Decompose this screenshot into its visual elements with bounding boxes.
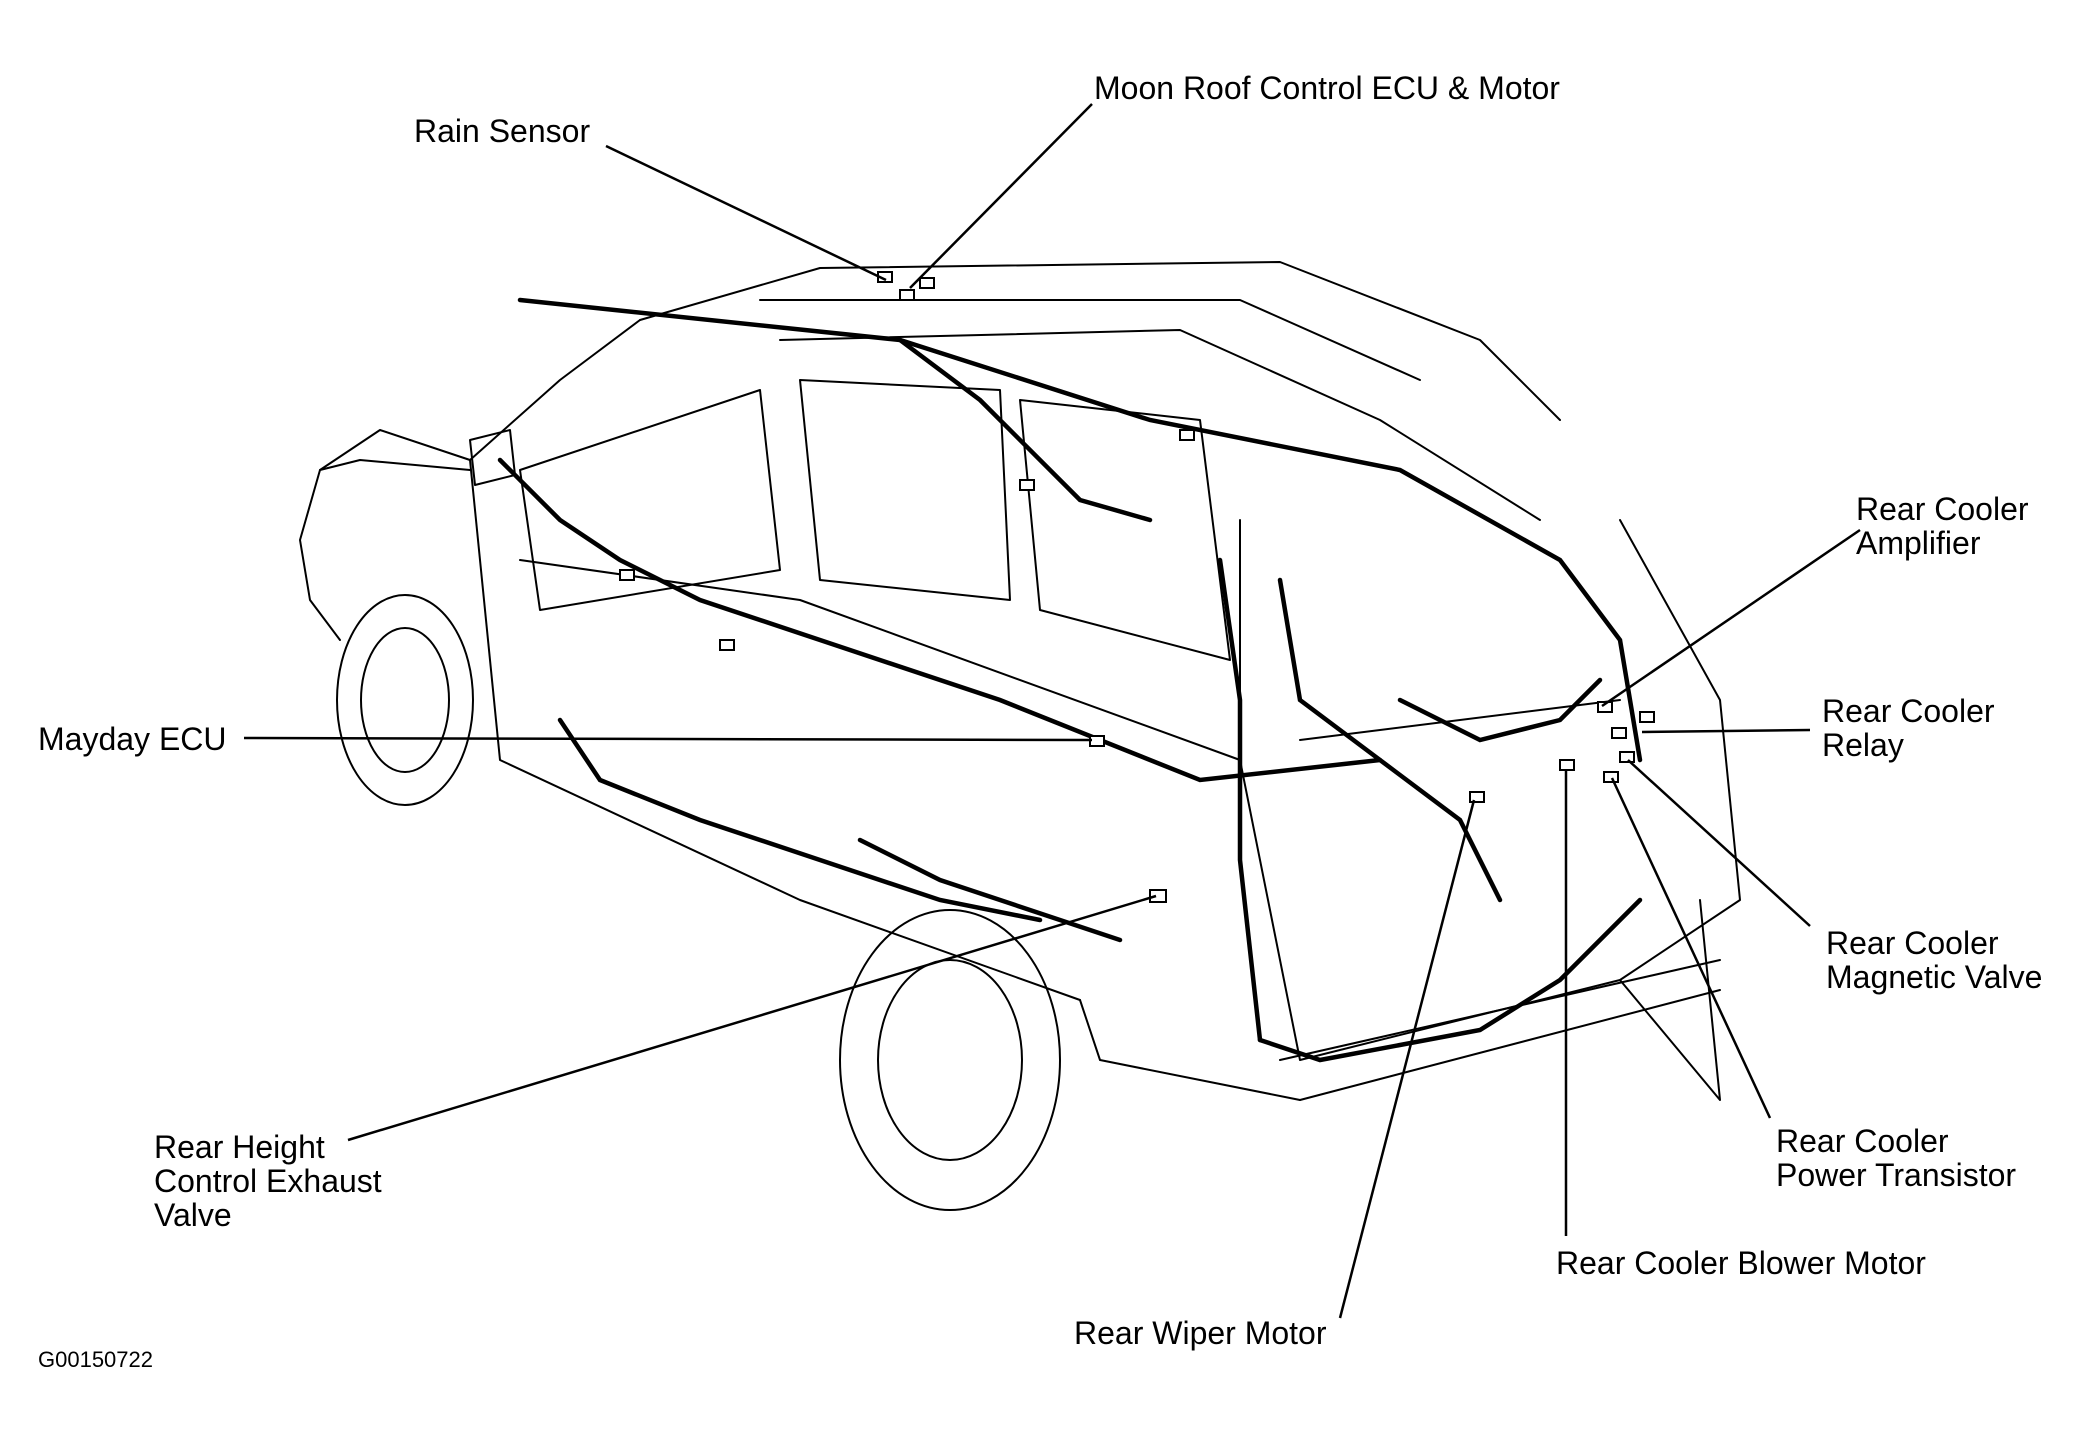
label-moon-roof-control-ecu-motor: Moon Roof Control ECU & Motor: [1094, 70, 1560, 106]
leader-rear-cooler-amplifier: [1601, 528, 1861, 708]
leader-rear-cooler-power-transistor: [1610, 777, 1772, 1119]
label-rear-cooler-blower-motor: Rear Cooler Blower Motor: [1556, 1245, 1926, 1281]
wire-harness: [497, 297, 1643, 1063]
leader-rear-wiper-motor: [1338, 799, 1476, 1319]
connectors: [619, 271, 1655, 903]
figure-id: G00150722: [38, 1347, 153, 1372]
label-rear-cooler-power-transistor: Rear Cooler Power Transistor: [1776, 1123, 2017, 1193]
leader-mayday-ecu: [243, 736, 1093, 742]
label-rear-wiper-motor: Rear Wiper Motor: [1074, 1315, 1327, 1351]
leader-moon-roof: [909, 103, 1093, 289]
leader-rear-height-control: [347, 894, 1157, 1142]
label-rear-cooler-magnetic-valve: Rear Cooler Magnetic Valve: [1826, 925, 2043, 995]
label-mayday-ecu: Mayday ECU: [38, 721, 227, 757]
vehicle-body-outline: [299, 261, 1741, 1211]
leader-rear-cooler-relay: [1641, 728, 1811, 734]
leader-rear-cooler-magnetic-valve: [1627, 759, 1811, 927]
label-rain-sensor: Rain Sensor: [414, 113, 591, 149]
leader-lines: [243, 103, 1861, 1319]
leader-rain-sensor: [605, 144, 887, 282]
label-rear-cooler-relay: Rear Cooler Relay: [1822, 693, 1995, 763]
label-rear-cooler-amplifier: Rear Cooler Amplifier: [1856, 491, 2029, 561]
label-rear-height-control-exhaust-valve: Rear Height Control Exhaust Valve: [154, 1129, 382, 1233]
